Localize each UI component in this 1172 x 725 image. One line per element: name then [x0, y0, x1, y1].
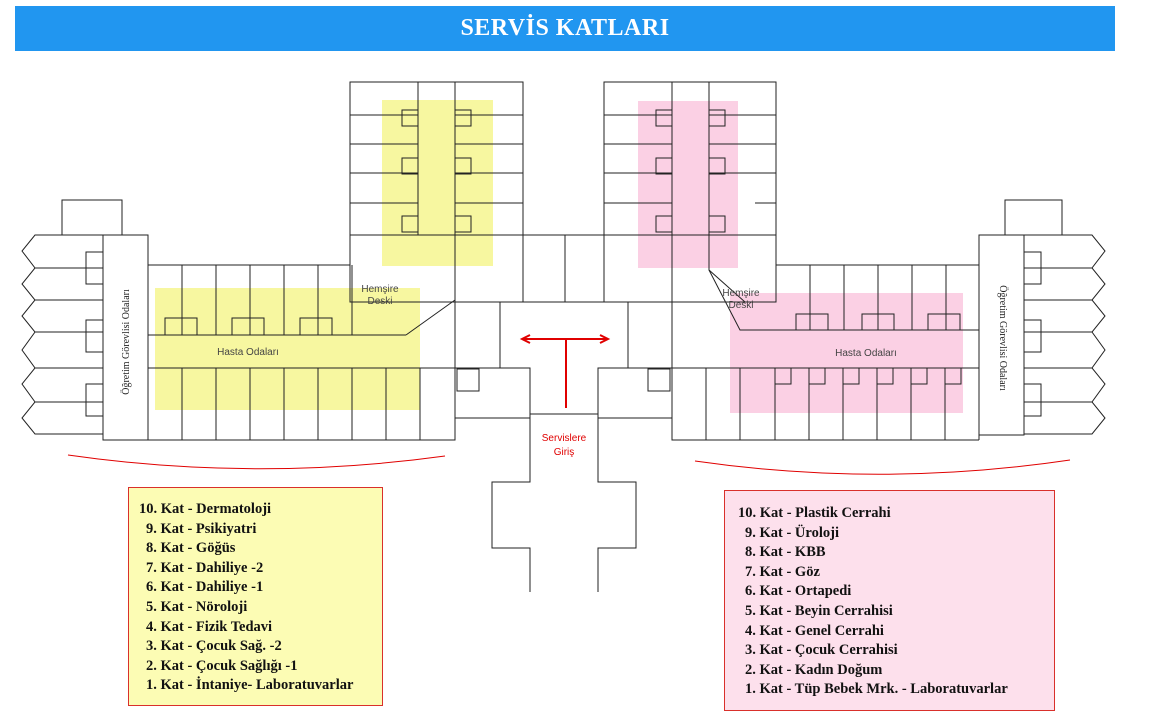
- nurse-desk-right-label-1: Hemşire: [722, 288, 760, 299]
- entrance-arrows: [519, 334, 611, 408]
- list-item: 7. Kat - Göz: [745, 563, 820, 580]
- list-item: 3. Kat - Çocuk Cerrahisi: [745, 642, 898, 659]
- faculty-rooms-right-label: Öğretim Görevlisi Odaları: [997, 285, 1009, 391]
- entrance-label-2: Giriş: [554, 447, 575, 458]
- list-item: 10. Kat - Dermatoloji: [139, 501, 272, 517]
- list-item: 6. Kat - Ortapedi: [745, 583, 852, 600]
- nurse-desk-left-label-2: Deski: [367, 296, 392, 307]
- list-item: 2. Kat - Kadın Doğum: [745, 661, 883, 678]
- right-tower-highlight: [638, 101, 738, 268]
- list-item: 4. Kat - Fizik Tedavi: [146, 618, 273, 635]
- list-item: 1. Kat - Tüp Bebek Mrk. - Laboratuvarlar: [745, 681, 1008, 698]
- list-item: 9. Kat - Üroloji: [745, 524, 839, 541]
- patient-rooms-right-label: Hasta Odaları: [835, 348, 897, 359]
- list-item: 7. Kat - Dahiliye -2: [146, 559, 264, 576]
- list-item: 9. Kat - Psikiyatri: [146, 520, 257, 537]
- list-item: 4. Kat - Genel Cerrahi: [745, 622, 884, 639]
- entrance-label-1: Servislere: [542, 433, 587, 444]
- nurse-desk-right-label-2: Deski: [728, 300, 753, 311]
- list-item: 6. Kat - Dahiliye -1: [146, 579, 264, 596]
- list-item: 5. Kat - Nöroloji: [146, 598, 248, 615]
- faculty-rooms-left-label: Öğretim Görevlisi Odaları: [120, 289, 132, 395]
- list-item: 8. Kat - KBB: [745, 544, 826, 561]
- nurse-desk-left-label-1: Hemşire: [361, 284, 399, 295]
- list-item: 2. Kat - Çocuk Sağlığı -1: [146, 657, 298, 674]
- right-wing-floor-list: 10. Kat - Plastik Cerrahi 9. Kat - Ürolo…: [724, 490, 1055, 711]
- list-item: 3. Kat - Çocuk Sağ. -2: [146, 638, 282, 655]
- list-item: 10. Kat - Plastik Cerrahi: [738, 505, 891, 521]
- left-wing-floor-list: 10. Kat - Dermatoloji 9. Kat - Psikiyatr…: [128, 487, 383, 706]
- page-title: SERVİS KATLARI: [15, 6, 1115, 51]
- patient-rooms-left-label: Hasta Odaları: [217, 347, 279, 358]
- right-wing-highlight: [730, 293, 963, 413]
- list-item: 5. Kat - Beyin Cerrahisi: [745, 602, 893, 619]
- left-arc: [67, 454, 446, 470]
- left-tower-highlight: [382, 100, 493, 266]
- left-wing-highlight: [155, 288, 420, 410]
- list-item: 1. Kat - İntaniye- Laboratuvarlar: [146, 677, 354, 694]
- list-item: 8. Kat - Göğüs: [146, 540, 236, 557]
- right-arc: [694, 459, 1071, 475]
